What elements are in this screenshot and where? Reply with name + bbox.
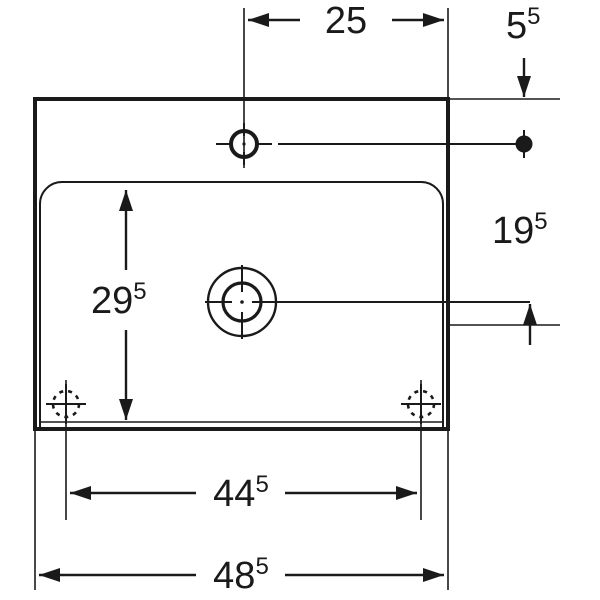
dimension-tap-hole-offset: 25	[248, 0, 444, 42]
mounting-hole-left	[46, 384, 86, 424]
overflow-marker	[515, 130, 533, 158]
dimension-label-29-5: 295	[91, 278, 147, 322]
dimension-label-44-5: 445	[213, 471, 269, 515]
dimension-label-5-5: 55	[506, 3, 541, 47]
dimension-mounting-hole-spacing: 445	[70, 471, 417, 515]
dimension-rear-edge-depth: 55	[506, 3, 541, 97]
mounting-hole-right	[401, 384, 441, 424]
dimension-label-48-5: 485	[213, 553, 269, 597]
dimension-label-25: 25	[325, 0, 367, 42]
drain-hole	[205, 265, 279, 339]
dimension-overall-width: 485	[39, 553, 444, 597]
dimension-label-19-5: 195	[492, 208, 548, 252]
basin-inner-bowl	[39, 181, 444, 429]
dimension-basin-inner-depth: 295	[91, 190, 147, 420]
basin-outline	[33, 97, 450, 431]
dimension-drain-offset: 195	[492, 208, 548, 345]
tap-hole	[216, 123, 272, 165]
